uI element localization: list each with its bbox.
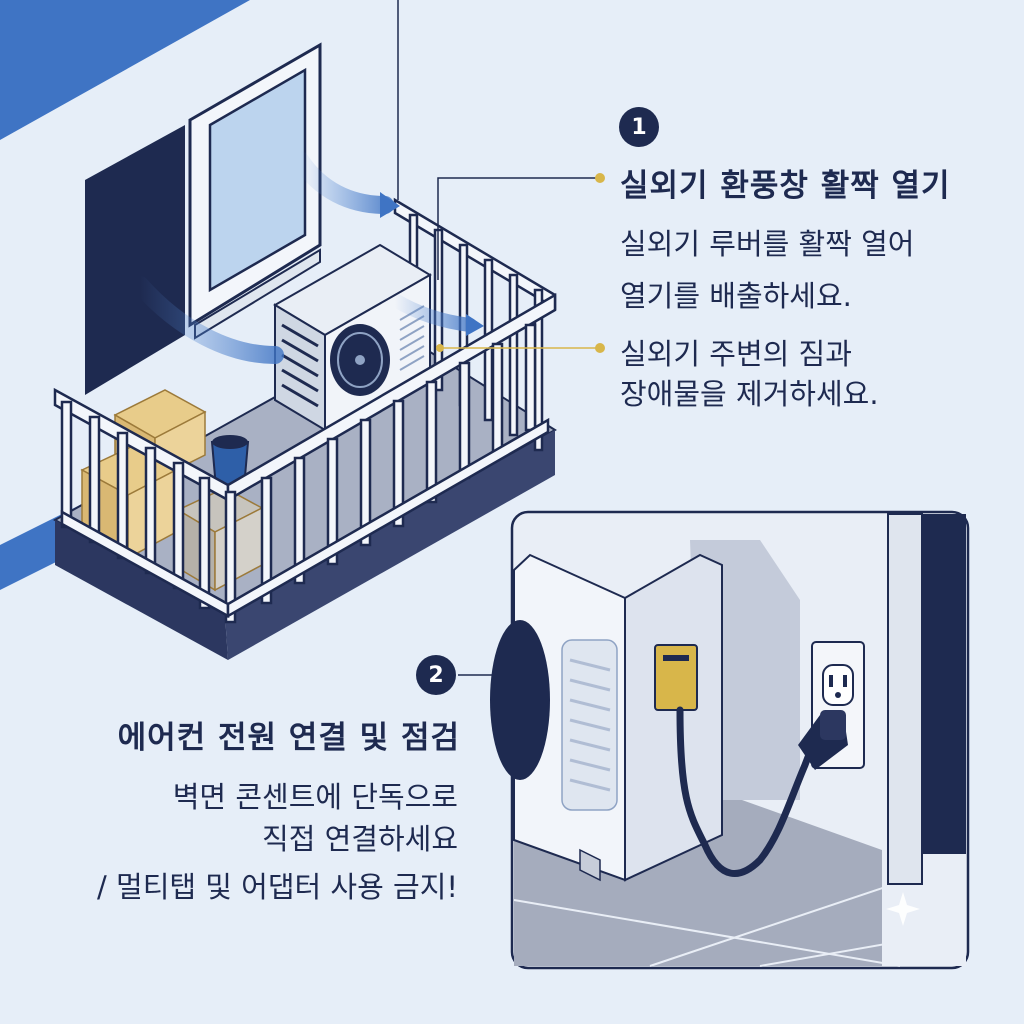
- fan-grille-icon: [490, 620, 550, 780]
- step2-line-2: 직접 연결하세요: [262, 822, 458, 856]
- step1-line-2: 열기를 배출하세요.: [620, 279, 852, 313]
- step1-number-badge: 1: [619, 107, 659, 147]
- vase-icon: [210, 435, 250, 489]
- step1-line-4: 장애물을 제거하세요.: [620, 377, 879, 411]
- step1-line-1: 실외기 루버를 활짝 열어: [620, 227, 915, 261]
- balcony-window: [85, 42, 322, 395]
- outdoor-unit-grille: [281, 323, 319, 408]
- step2-line-3: / 멀티탭 및 어댑터 사용 금지!: [97, 870, 458, 904]
- outdoor-unit-balcony: [273, 243, 432, 432]
- step1-leaders: [437, 177, 600, 280]
- step2-number-badge: 2: [416, 655, 456, 695]
- background-band-top: [0, 0, 250, 140]
- detail-panel: [490, 510, 970, 970]
- step2-title: 에어컨 전원 연결 및 점검: [117, 720, 460, 756]
- step1-line-3: 실외기 주변의 짐과: [620, 337, 852, 371]
- step1-title: 실외기 환풍창 활짝 열기: [620, 168, 951, 204]
- sparkle-icon: [886, 892, 920, 926]
- step2-line-1: 벽면 콘센트에 단독으로: [172, 780, 458, 814]
- plug-icon: [798, 710, 848, 770]
- leader-dot: [595, 173, 605, 183]
- power-cable: [676, 706, 834, 877]
- unit-label-icon: [654, 644, 698, 711]
- airflow-arrow-icons: [131, 151, 484, 364]
- front-railing: [53, 292, 557, 624]
- leader-dot: [595, 343, 605, 353]
